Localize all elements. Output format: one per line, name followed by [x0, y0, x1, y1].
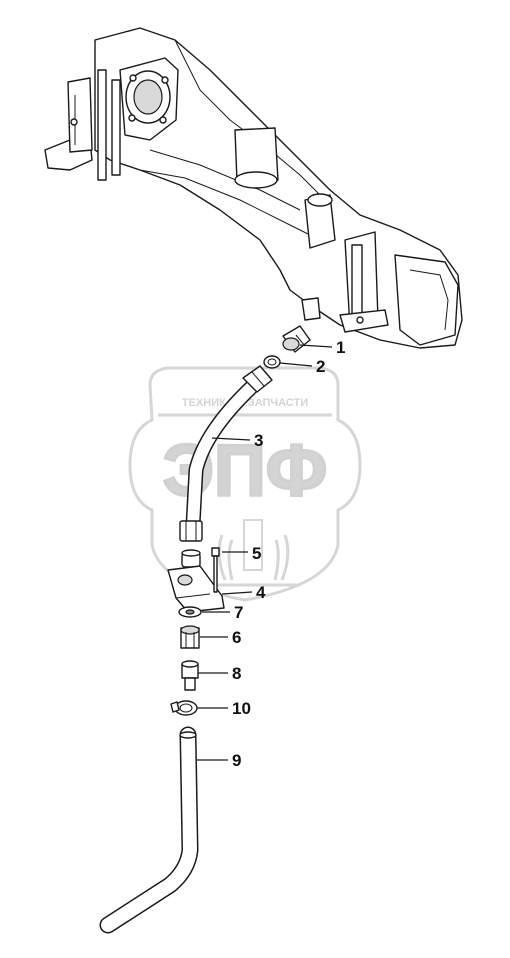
callouts: 1 2 3 5 4 7 6 8 10 9 [197, 338, 345, 770]
axle-housing [44, 27, 463, 349]
part-2-sealing-ring [263, 355, 281, 369]
callout-9: 9 [232, 751, 241, 770]
part-1-adapter-fitting [282, 325, 311, 353]
callout-5: 5 [252, 544, 261, 563]
watermark-shield-outline [128, 366, 362, 602]
callout-6: 6 [232, 628, 241, 647]
callout-10: 10 [232, 699, 251, 718]
callout-7: 7 [234, 603, 243, 622]
part-10-hose-clamp [170, 700, 198, 716]
callout-8: 8 [232, 664, 241, 683]
part-7-washer [178, 606, 202, 618]
part-9-rubber-hose [99, 726, 199, 934]
callout-1: 1 [336, 338, 345, 357]
callout-2: 2 [316, 357, 325, 376]
part-8-hose-nipple [181, 660, 199, 691]
part-6-union [180, 625, 200, 649]
callout-3: 3 [254, 431, 263, 450]
part-3-steel-pipe [179, 365, 273, 542]
part-5-bolt [211, 547, 220, 593]
part-4-bracket [167, 565, 225, 613]
callout-4: 4 [256, 583, 266, 602]
pipe-connector [181, 549, 201, 568]
